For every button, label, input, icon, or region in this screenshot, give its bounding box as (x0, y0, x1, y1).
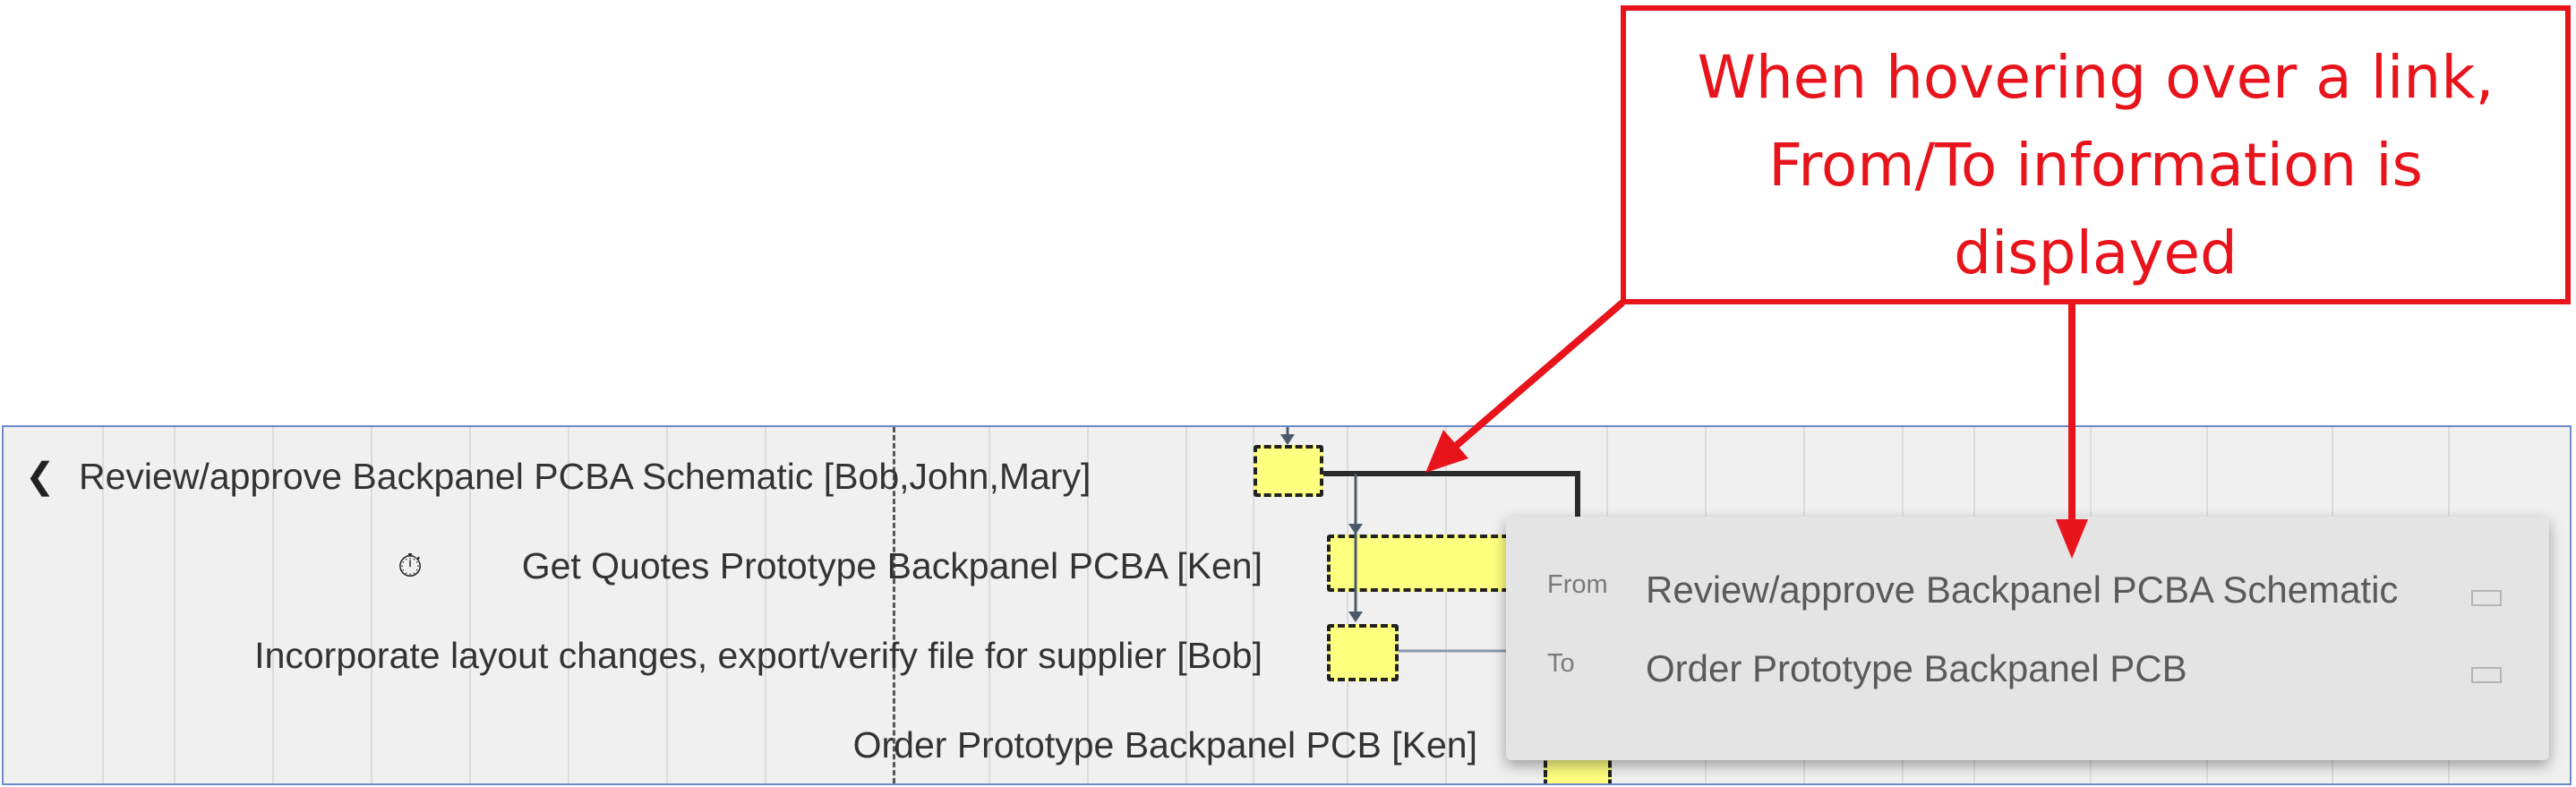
task-label-review-schematic[interactable]: Review/approve Backpanel PCBA Schematic … (79, 456, 1091, 497)
task-label-order-pcb[interactable]: Order Prototype Backpanel PCB [Ken] (852, 724, 1477, 766)
timeline-gridline (174, 427, 175, 783)
timeline-gridline (1445, 427, 1447, 783)
timeline-gridline (988, 427, 990, 783)
tooltip-to-value: Order Prototype Backpanel PCB (1646, 647, 2187, 689)
share-icon[interactable]: ❮︎ (25, 457, 56, 496)
timeline-gridline (1253, 427, 1254, 783)
timeline-gridline (371, 427, 372, 783)
timeline-gridline (666, 427, 668, 783)
timeline-gridline (1185, 427, 1187, 783)
annotation-callout: When hovering over a link, From/To infor… (1621, 5, 2571, 304)
dependency-links (1280, 427, 1580, 653)
hovered-link[interactable] (1323, 471, 1580, 527)
timeline-gridline (765, 427, 766, 783)
callout-line-2: From/To information is (1768, 131, 2423, 200)
callout-line-3: displayed (1954, 218, 2238, 287)
task-label-get-quotes[interactable]: Get Quotes Prototype Backpanel PCBA [Ken… (521, 545, 1262, 586)
timeline-gridline (102, 427, 104, 783)
callout-text: When hovering over a link, From/To infor… (1626, 34, 2565, 297)
timeline-gridline (1347, 427, 1348, 783)
port-left-icon (2471, 667, 2502, 683)
port-right-icon (2471, 590, 2502, 606)
timeline-gridline (568, 427, 569, 783)
callout-line-1: When hovering over a link, (1697, 43, 2495, 112)
tooltip-from-key: From (1547, 570, 1608, 599)
timeline-gridline (469, 427, 471, 783)
task-label-incorporate-layout[interactable]: Incorporate layout changes, export/verif… (254, 635, 1262, 676)
stopwatch-icon[interactable]: ⏱︎ (398, 547, 424, 584)
task-bar-incorporate-layout[interactable] (1327, 624, 1399, 681)
task-bar-review-schematic[interactable] (1254, 445, 1323, 497)
tooltip-from-value: Review/approve Backpanel PCBA Schematic (1646, 569, 2399, 611)
link-tooltip: From Review/approve Backpanel PCBA Schem… (1506, 517, 2549, 760)
timeline-gridline (1087, 427, 1089, 783)
timeline-gridline (272, 427, 274, 783)
tooltip-to-key: To (1547, 649, 1575, 678)
today-marker-line (893, 427, 895, 783)
